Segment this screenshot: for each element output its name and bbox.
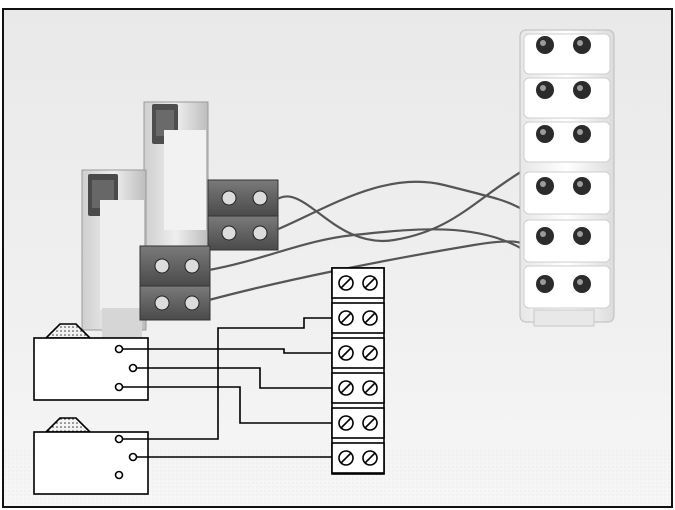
figure-canvas — [4, 10, 671, 506]
schematic-screw — [338, 415, 378, 431]
schematic-terminal-strip — [331, 267, 385, 475]
microswitch-rear — [143, 101, 209, 253]
microswitch-front — [81, 169, 147, 338]
schematic-screw — [338, 345, 378, 361]
schematic-screw — [338, 380, 378, 396]
schematic-screw — [338, 450, 378, 466]
schematic-wires — [122, 317, 332, 458]
wiring-schematic — [33, 267, 385, 495]
terminal-strip-photo — [519, 29, 615, 327]
schematic-screw — [338, 310, 378, 326]
switch-terminal-blocks — [139, 179, 279, 321]
photo-frame — [2, 8, 673, 508]
schematic-screw — [338, 275, 378, 291]
schematic-switch-2 — [33, 417, 149, 495]
